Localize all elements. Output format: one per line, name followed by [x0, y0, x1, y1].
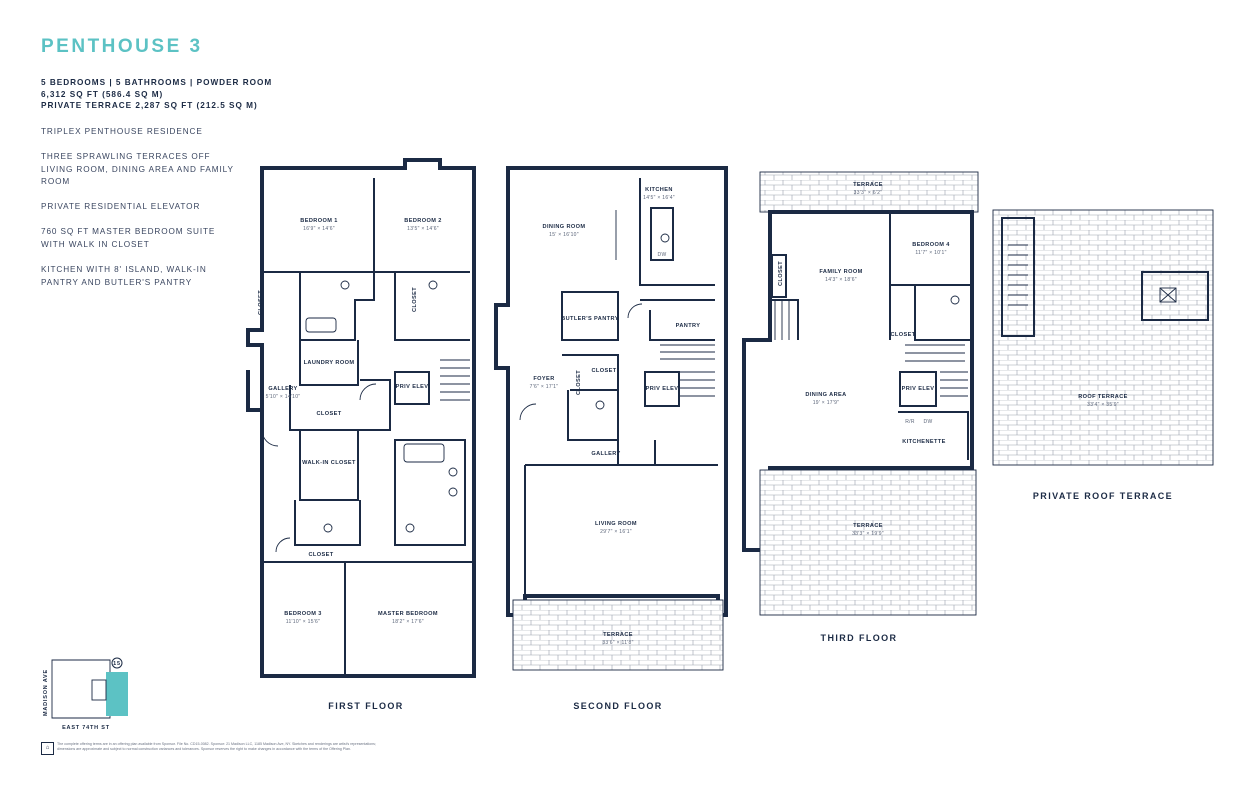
room-foyer-dims: 7'6" × 17'1" [530, 384, 559, 390]
unit-summary: 5 BEDROOMS | 5 BATHROOMS | POWDER ROOM 6… [41, 77, 272, 112]
feature-item: PRIVATE RESIDENTIAL ELEVATOR [41, 202, 201, 212]
room-terrace-dims: 33'6" × 11'8" [602, 640, 633, 646]
room-bedroom3: BEDROOM 3 [284, 611, 321, 617]
room-closet-v: CLOSET [576, 370, 582, 395]
appliance-dw: DW [658, 252, 667, 258]
room-master-dims: 18'2" × 17'6" [392, 619, 424, 625]
floor-label-first: FIRST FLOOR [328, 701, 403, 711]
feature-item: KITCHEN WITH 8' ISLAND, WALK-IN PANTRY A… [41, 265, 207, 287]
summary-area: 6,312 SQ FT (586.4 SQ M) [41, 89, 164, 99]
room-master: MASTER BEDROOM [378, 611, 438, 617]
room-dining-dims: 15' × 16'10" [549, 232, 579, 238]
room-terrace-top: TERRACE [853, 182, 883, 188]
room-gallery: GALLERY [268, 386, 297, 392]
room-family: FAMILY ROOM [819, 269, 862, 275]
keymap-street-h: EAST 74TH ST [62, 725, 110, 731]
floor-label-second: SECOND FLOOR [573, 701, 662, 711]
feature-item: TRIPLEX PENTHOUSE RESIDENCE [41, 127, 203, 136]
room-bedroom1-dims: 16'9" × 14'6" [303, 226, 335, 232]
room-bedroom2-dims: 13'5" × 14'6" [407, 226, 439, 232]
room-bedroom1: BEDROOM 1 [300, 218, 337, 224]
first-floor-plan: BEDROOM 1 16'9" × 14'6" BEDROOM 2 13'5" … [246, 158, 476, 711]
equal-housing-icon: ⌂ [41, 742, 54, 755]
roof-plan: ROOF TERRACE 33'4" × 35'9" PRIVATE ROOF … [992, 209, 1214, 501]
floor-label-roof: PRIVATE ROOF TERRACE [1033, 491, 1173, 501]
room-closet-c: CLOSET [316, 411, 341, 417]
legal-disclaimer: The complete offering terms are in an of… [57, 742, 376, 751]
feature-item: 760 SQ FT MASTER BEDROOM SUITE WITH WALK… [41, 227, 216, 250]
room-closet-a: CLOSET [258, 290, 264, 315]
floor-label-third: THIRD FLOOR [821, 633, 898, 643]
room-walkin: WALK-IN CLOSET [302, 460, 356, 466]
summary-terrace: PRIVATE TERRACE 2,287 SQ FT (212.5 SQ M) [41, 101, 258, 110]
room-terrace: TERRACE [603, 632, 633, 638]
room-living: LIVING ROOM [595, 521, 637, 527]
room-kitchen-dims: 14'5" × 16'4" [643, 195, 675, 201]
keymap-street-v: MADISON AVE [43, 669, 49, 716]
room-closet-v: CLOSET [778, 261, 784, 286]
room-closet-b: CLOSET [412, 287, 418, 312]
room-laundry: LAUNDRY ROOM [304, 360, 355, 366]
room-kitchenette: KITCHENETTE [902, 439, 946, 445]
keymap-marker: 15 [113, 661, 121, 667]
room-family-dims: 14'3" × 18'6" [825, 277, 857, 283]
room-terrace-bottom: TERRACE [853, 523, 883, 529]
room-foyer: FOYER [533, 376, 554, 382]
room-terrace-bottom-dims: 33'3" × 19'9" [852, 531, 884, 537]
summary-rooms: 5 BEDROOMS | 5 BATHROOMS | POWDER ROOM [41, 78, 273, 87]
key-map: 15 MADISON AVE EAST 74TH ST [43, 657, 128, 731]
room-dining: DINING ROOM [543, 224, 586, 230]
room-bedroom2: BEDROOM 2 [404, 218, 441, 224]
room-butlers-pantry: BUTLER'S PANTRY [561, 316, 619, 322]
room-gallery-dims: 5'10" × 14'10" [266, 394, 301, 400]
third-floor-plan: TERRACE 33'3" × 6'2" FAMILY ROOM 14'3" ×… [742, 171, 979, 643]
appliance-dw: DW [924, 419, 933, 425]
feature-list: TRIPLEX PENTHOUSE RESIDENCE THREE SPRAWL… [41, 126, 241, 302]
room-living-dims: 29'7" × 16'1" [600, 529, 632, 535]
room-roof-terrace: ROOF TERRACE [1078, 394, 1128, 400]
feature-item: THREE SPRAWLING TERRACES OFF LIVING ROOM… [41, 152, 234, 187]
room-closet-b: CLOSET [890, 332, 915, 338]
room-terrace-top-dims: 33'3" × 6'2" [854, 190, 883, 196]
page-title: PENTHOUSE 3 [41, 36, 203, 57]
room-gallery: GALLERY [591, 451, 620, 457]
room-closet: CLOSET [591, 368, 616, 374]
room-bedroom3-dims: 11'10" × 15'6" [286, 619, 320, 625]
room-priv-elev: PRIV ELEV [396, 384, 429, 390]
room-priv-elev: PRIV ELEV [902, 386, 935, 392]
room-dining-area: DINING AREA [805, 392, 846, 398]
room-bedroom4: BEDROOM 4 [912, 242, 950, 248]
room-roof-terrace-dims: 33'4" × 35'9" [1087, 402, 1119, 408]
room-dining-area-dims: 19' × 17'9" [813, 400, 840, 406]
second-floor-plan: DINING ROOM 15' × 16'10" KITCHEN 14'5" ×… [494, 166, 728, 711]
room-priv-elev: PRIV ELEV [646, 386, 679, 392]
appliance-rr: R/R [905, 419, 915, 425]
room-kitchen: KITCHEN [645, 187, 673, 193]
room-pantry: PANTRY [676, 323, 701, 329]
room-closet-d: CLOSET [308, 552, 333, 558]
room-bedroom4-dims: 11'7" × 10'1" [915, 250, 946, 256]
